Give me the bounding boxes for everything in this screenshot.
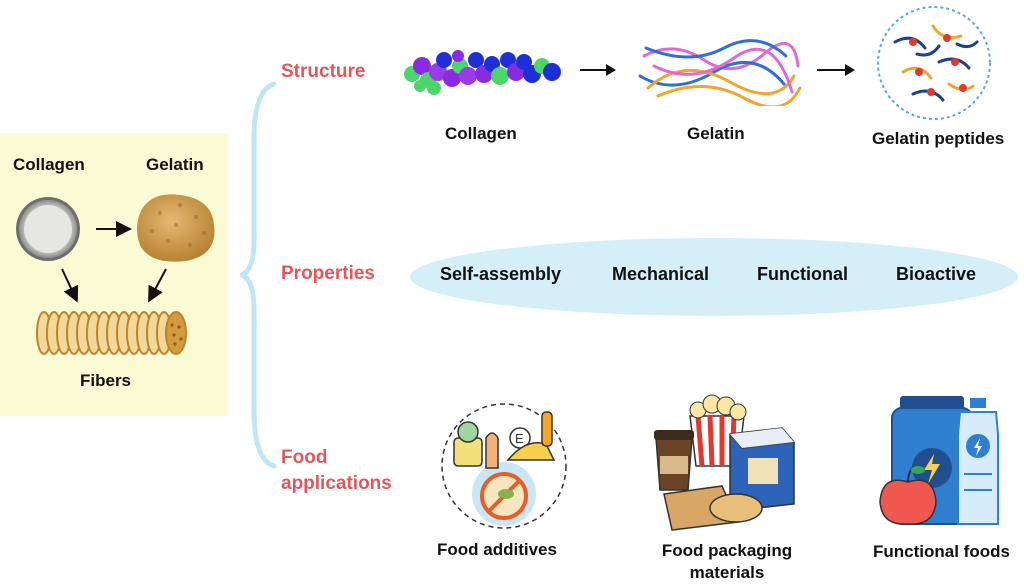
property-self-assembly: Self-assembly xyxy=(440,264,562,284)
section-food-applications: Food applications xyxy=(281,447,392,494)
application-label-packaging: Food packaging materials xyxy=(661,541,793,582)
fiber-bundle-icon xyxy=(36,311,187,355)
properties-ellipse xyxy=(410,238,1018,316)
structure-label-gelatin: Gelatin xyxy=(687,124,745,143)
left-panel xyxy=(0,133,228,416)
arrow-gelatin-to-fibers xyxy=(148,268,167,303)
powder-pile-icon xyxy=(137,194,215,262)
left-fibers-label: Fibers xyxy=(80,371,132,390)
property-bioactive: Bioactive xyxy=(896,264,977,284)
left-panel-graphics xyxy=(16,194,215,355)
arrow-collagen-to-fibers xyxy=(61,268,79,303)
left-gelatin-label: Gelatin xyxy=(146,155,204,174)
structure-label-collagen: Collagen xyxy=(445,124,517,143)
arrow-collagen-to-gelatin-structure xyxy=(580,64,616,76)
food-packaging-icon xyxy=(654,394,795,531)
application-label-additives: Food additives xyxy=(437,540,557,559)
functional-foods-icon xyxy=(879,396,999,525)
triple-helix-icon xyxy=(404,50,561,95)
application-label-functional: Functional foods xyxy=(873,542,1010,561)
property-functional: Functional xyxy=(757,264,848,284)
structure-label-peptides: Gelatin peptides xyxy=(872,129,1005,148)
section-properties: Properties xyxy=(281,263,375,284)
tangled-strands-icon xyxy=(638,39,802,106)
petri-dish-icon xyxy=(16,197,80,261)
property-mechanical: Mechanical xyxy=(612,264,710,284)
section-structure: Structure xyxy=(281,61,366,82)
grouping-brace xyxy=(240,81,277,469)
arrow-gelatin-to-peptides xyxy=(817,64,855,76)
left-collagen-label: Collagen xyxy=(13,155,85,174)
food-additives-icon: E xyxy=(441,403,567,529)
svg-text:E: E xyxy=(515,431,524,446)
peptide-network-icon xyxy=(877,6,991,120)
